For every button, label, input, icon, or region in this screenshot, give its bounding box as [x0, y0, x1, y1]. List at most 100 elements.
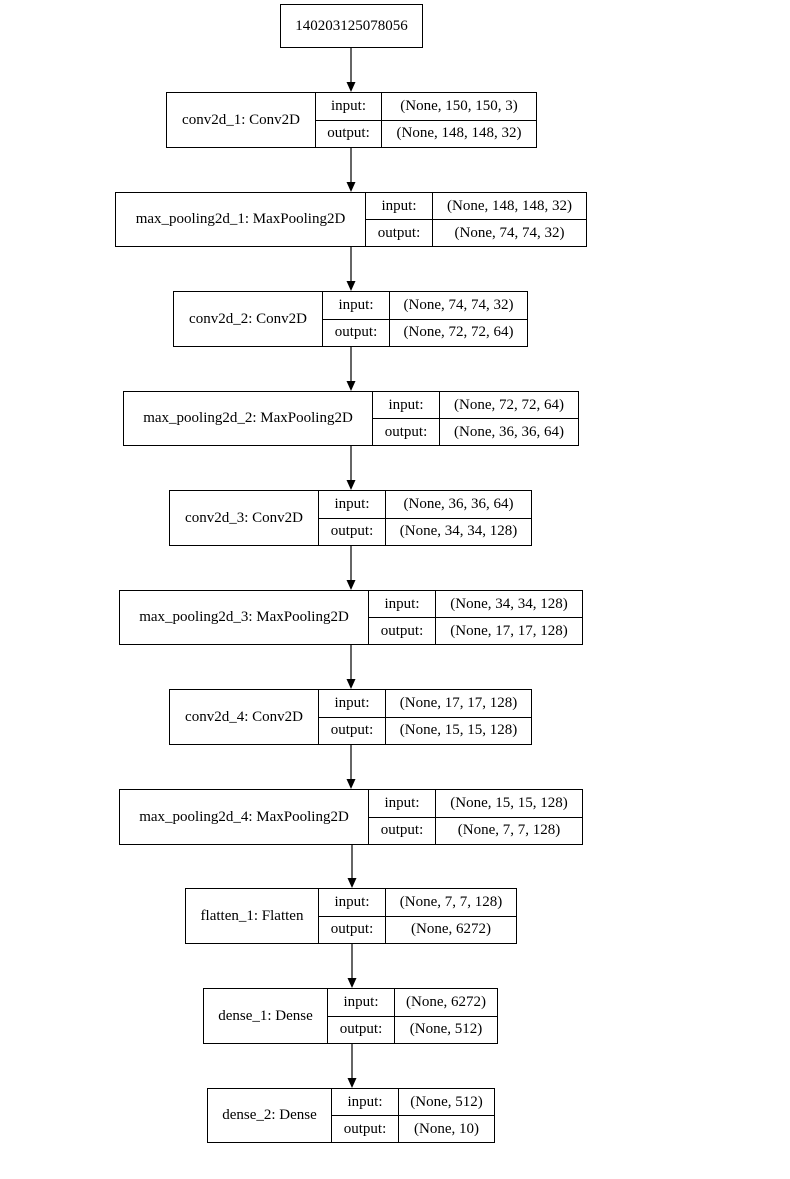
input-shape: (None, 17, 17, 128) [399, 694, 518, 711]
input-label: input: [332, 1089, 399, 1115]
layer-io: input: (None, 74, 74, 32) output: (None, 72… [323, 292, 527, 346]
input-label: input: [366, 193, 433, 219]
layer-name: conv2d_1: Conv2D [167, 93, 316, 147]
layer-name: max_pooling2d_3: MaxPooling2D [120, 591, 369, 644]
output-shape: (None, 10) [414, 1120, 479, 1137]
output-row: output: (None, 72, 72, 64) [323, 318, 527, 346]
layer-io: input: (None, 7, 7, 128) output: (None, 627… [319, 889, 516, 943]
input-row: input: (None, 36, 36, 64) [319, 491, 531, 518]
input-label: input: [319, 690, 386, 717]
input-label: input: [319, 491, 386, 518]
output-shape: (None, 148, 148, 32) [396, 125, 522, 142]
input-shape: (None, 74, 74, 32) [403, 296, 514, 313]
output-row: output: (None, 10) [332, 1115, 494, 1142]
layer-io: input: (None, 512) output: (None, 10) [332, 1089, 494, 1142]
input-row: input: (None, 150, 150, 3) [316, 93, 536, 120]
layer-io: input: (None, 36, 36, 64) output: (None, 34… [319, 491, 531, 545]
output-label: output: [369, 618, 436, 644]
edge-arrowhead [347, 1078, 357, 1088]
layer-name: conv2d_4: Conv2D [170, 690, 319, 744]
layer-name: flatten_1: Flatten [186, 889, 319, 943]
layer-io: input: (None, 72, 72, 64) output: (None, 36… [373, 392, 578, 445]
input-shape: (None, 148, 148, 32) [447, 197, 572, 214]
output-row: output:(None, 512) [328, 1015, 497, 1043]
input-shape: (None, 34, 34, 128) [450, 595, 568, 612]
layer-name: dense_2: Dense [208, 1089, 332, 1142]
output-shape: (None, 34, 34, 128) [399, 523, 518, 540]
output-label: output: [319, 518, 386, 545]
input-label: input: [319, 889, 386, 916]
edge-arrowhead [346, 281, 356, 291]
layer-io: input:(None, 15, 15, 128)output: (None, 7… [369, 790, 582, 844]
input-row: input: (None, 74, 74, 32) [323, 292, 527, 319]
input-shape: (None, 512) [410, 1093, 483, 1110]
output-label: output: [369, 817, 436, 844]
output-row: output: (None, 36, 36, 64) [373, 418, 578, 445]
output-label: output: [373, 419, 440, 445]
edge-arrowhead [346, 480, 356, 490]
output-label: output: [366, 220, 433, 246]
output-row: output: (None, 6272) [319, 915, 516, 943]
input-label: input: [373, 392, 440, 418]
input-label: input: [328, 989, 395, 1016]
layer-io: input: (None, 17, 17, 128) output: (None, 1… [319, 690, 531, 744]
input-row: input: (None, 148, 148, 32) [366, 193, 586, 219]
input-shape: (None, 72, 72, 64) [454, 396, 564, 413]
edge-arrowhead [346, 679, 356, 689]
output-shape: (None, 36, 36, 64) [454, 423, 564, 440]
output-shape: (None, 74, 74, 32) [454, 224, 565, 241]
input-row: input: (None, 6272) [328, 989, 497, 1016]
edge-arrowhead [346, 182, 356, 192]
output-row: output: (None, 15, 15, 128) [319, 716, 531, 744]
output-label: output: [319, 717, 386, 744]
edge-arrowhead [346, 82, 356, 92]
input-label: input: [316, 93, 382, 120]
layer-name: max_pooling2d_4: MaxPooling2D [120, 790, 369, 844]
output-shape: (None, 17, 17, 128) [450, 622, 568, 639]
input-shape: (None, 6272) [406, 993, 486, 1010]
input-row: input: (None, 7, 7, 128) [319, 889, 516, 916]
output-shape: (None, 15, 15, 128) [399, 722, 518, 739]
layer-io: input: (None, 150, 150, 3) output:(None, 1… [316, 93, 536, 147]
edge-arrowhead [347, 978, 357, 988]
edge-arrowhead [346, 381, 356, 391]
output-shape: (None, 7, 7, 128) [457, 822, 561, 839]
output-label: output: [332, 1116, 399, 1142]
layer-name: dense_1: Dense [204, 989, 328, 1043]
input-row: input:(None, 34, 34, 128) [369, 591, 582, 617]
output-label: output: [323, 319, 390, 346]
input-shape: (None, 150, 150, 3) [400, 97, 518, 114]
input-label: input: [369, 790, 436, 817]
layer-io: input:(None, 34, 34, 128)output: (None, 1… [369, 591, 582, 644]
input-row: input:(None, 15, 15, 128) [369, 790, 582, 817]
input-shape: (None, 7, 7, 128) [399, 893, 503, 910]
output-label: output: [319, 916, 386, 943]
input-label: input: [323, 292, 390, 319]
edge-arrowhead [346, 580, 356, 590]
input-shape: (None, 36, 36, 64) [403, 495, 514, 512]
layer-name: max_pooling2d_2: MaxPooling2D [124, 392, 373, 445]
input-row: input: (None, 72, 72, 64) [373, 392, 578, 418]
input-node-label: 140203125078056 [295, 17, 408, 34]
output-shape: (None, 512) [409, 1021, 483, 1038]
output-row: output: (None, 7, 7, 128) [369, 816, 582, 844]
output-row: output: (None, 34, 34, 128) [319, 517, 531, 545]
input-node: 140203125078056 [280, 4, 423, 48]
layer-io: input: (None, 6272) output:(None, 512) [328, 989, 497, 1043]
output-row: output:(None, 148, 148, 32) [316, 119, 536, 147]
layer-name: conv2d_2: Conv2D [174, 292, 323, 346]
input-row: input: (None, 512) [332, 1089, 494, 1115]
layer-name: max_pooling2d_1: MaxPooling2D [116, 193, 366, 246]
output-shape: (None, 6272) [411, 921, 491, 938]
output-shape: (None, 72, 72, 64) [403, 324, 514, 341]
